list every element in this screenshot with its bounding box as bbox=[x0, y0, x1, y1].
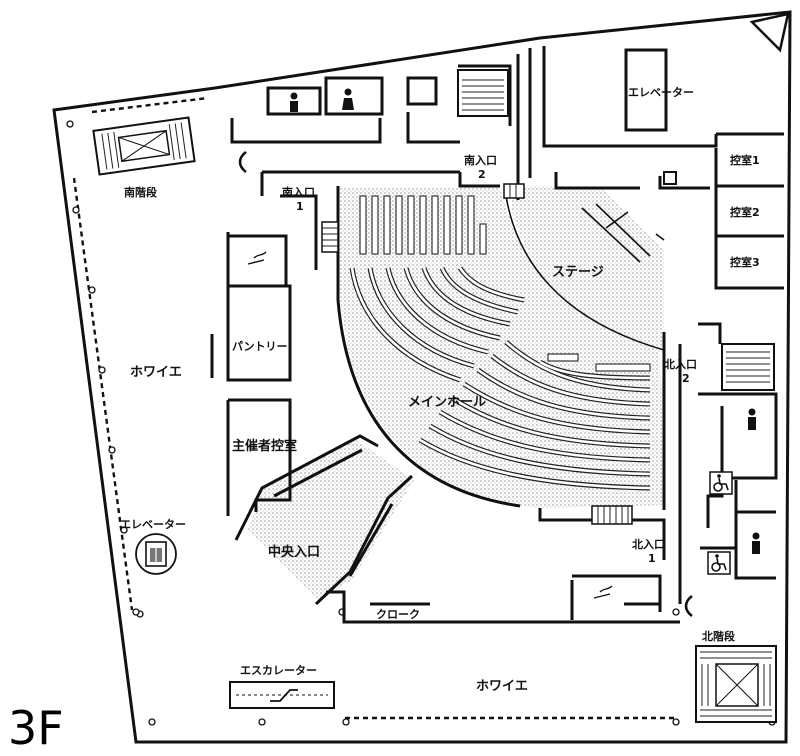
north-service-rooms bbox=[230, 46, 784, 290]
cloak-label: クローク bbox=[376, 608, 420, 621]
telephone-icon bbox=[238, 150, 693, 618]
organizer-room-label: 主催者控室 bbox=[232, 438, 297, 454]
foyer-south-label: ホワイエ bbox=[476, 679, 528, 694]
seats-upper-block bbox=[359, 195, 487, 255]
escalator-label: エスカレーター bbox=[240, 664, 317, 677]
main-hall-label: メインホール bbox=[408, 395, 486, 410]
south-entrance-2-number: 2 bbox=[478, 168, 486, 181]
elevator-icon bbox=[135, 533, 177, 575]
central-entrance-floor bbox=[248, 440, 414, 600]
foyer-west-label: ホワイエ bbox=[130, 365, 182, 380]
column-marker bbox=[663, 171, 677, 185]
wheelchair-icon bbox=[707, 471, 733, 575]
hall-west-wall bbox=[336, 186, 521, 508]
seats-lower-block-inner bbox=[419, 341, 651, 490]
central-entrance-walls bbox=[234, 434, 414, 606]
waiting-room-2-label: 控室2 bbox=[730, 205, 760, 219]
north-entrance-1-number: 1 bbox=[648, 552, 656, 565]
escalator-symbol bbox=[229, 681, 335, 709]
stage-floor bbox=[512, 186, 664, 350]
south-entrance-1-label: 南入口 bbox=[282, 185, 315, 199]
stage-equipment bbox=[581, 203, 665, 263]
north-stairs-symbol bbox=[695, 645, 777, 723]
front-seat-row bbox=[547, 353, 579, 362]
south-entrance-2-label: 南入口 bbox=[464, 153, 497, 167]
north-entrance-1-label: 北入口 bbox=[632, 537, 665, 551]
south-stairs-label: 南階段 bbox=[124, 185, 157, 199]
north-entrance-2-label: 北入口 bbox=[664, 357, 697, 371]
hall-bottom-stairs bbox=[591, 505, 633, 525]
elevator-left-label: エレベーター bbox=[120, 518, 186, 531]
restroom-icon bbox=[290, 88, 760, 554]
waiting-room-3-label: 控室3 bbox=[730, 255, 760, 269]
elevator-top-label: エレベーター bbox=[628, 86, 694, 99]
north-stairs-label: 北階段 bbox=[702, 629, 735, 643]
building-outline bbox=[52, 10, 792, 744]
corner-triangle-mark bbox=[749, 12, 790, 53]
north-entrance-2-number: 2 bbox=[682, 372, 690, 385]
east-stairs bbox=[721, 343, 775, 391]
stage-label: ステージ bbox=[552, 265, 604, 280]
east-rooms bbox=[538, 322, 778, 612]
perimeter-dashed-line-west bbox=[72, 177, 134, 611]
smoking-icon bbox=[247, 251, 613, 599]
hall-side-stairs bbox=[321, 183, 525, 253]
upper-stairs bbox=[457, 69, 509, 117]
central-entrance-label: 中央入口 bbox=[268, 544, 320, 560]
waiting-room-1-label: 控室1 bbox=[730, 153, 760, 167]
south-entrance-1-number: 1 bbox=[296, 200, 304, 213]
north-corridor bbox=[260, 170, 710, 196]
south-walls bbox=[326, 580, 680, 624]
south-stairs-symbol bbox=[92, 116, 196, 176]
pantry-label: パントリー bbox=[232, 340, 288, 353]
seats-middle-arcs-inner bbox=[350, 267, 525, 382]
floor-number-label: 3F bbox=[8, 701, 64, 755]
front-seat-row-2 bbox=[595, 363, 651, 372]
column-dots bbox=[66, 120, 776, 726]
stage-edge bbox=[504, 189, 665, 351]
perimeter-dashed-line-north bbox=[91, 96, 209, 114]
west-rooms bbox=[210, 194, 318, 516]
